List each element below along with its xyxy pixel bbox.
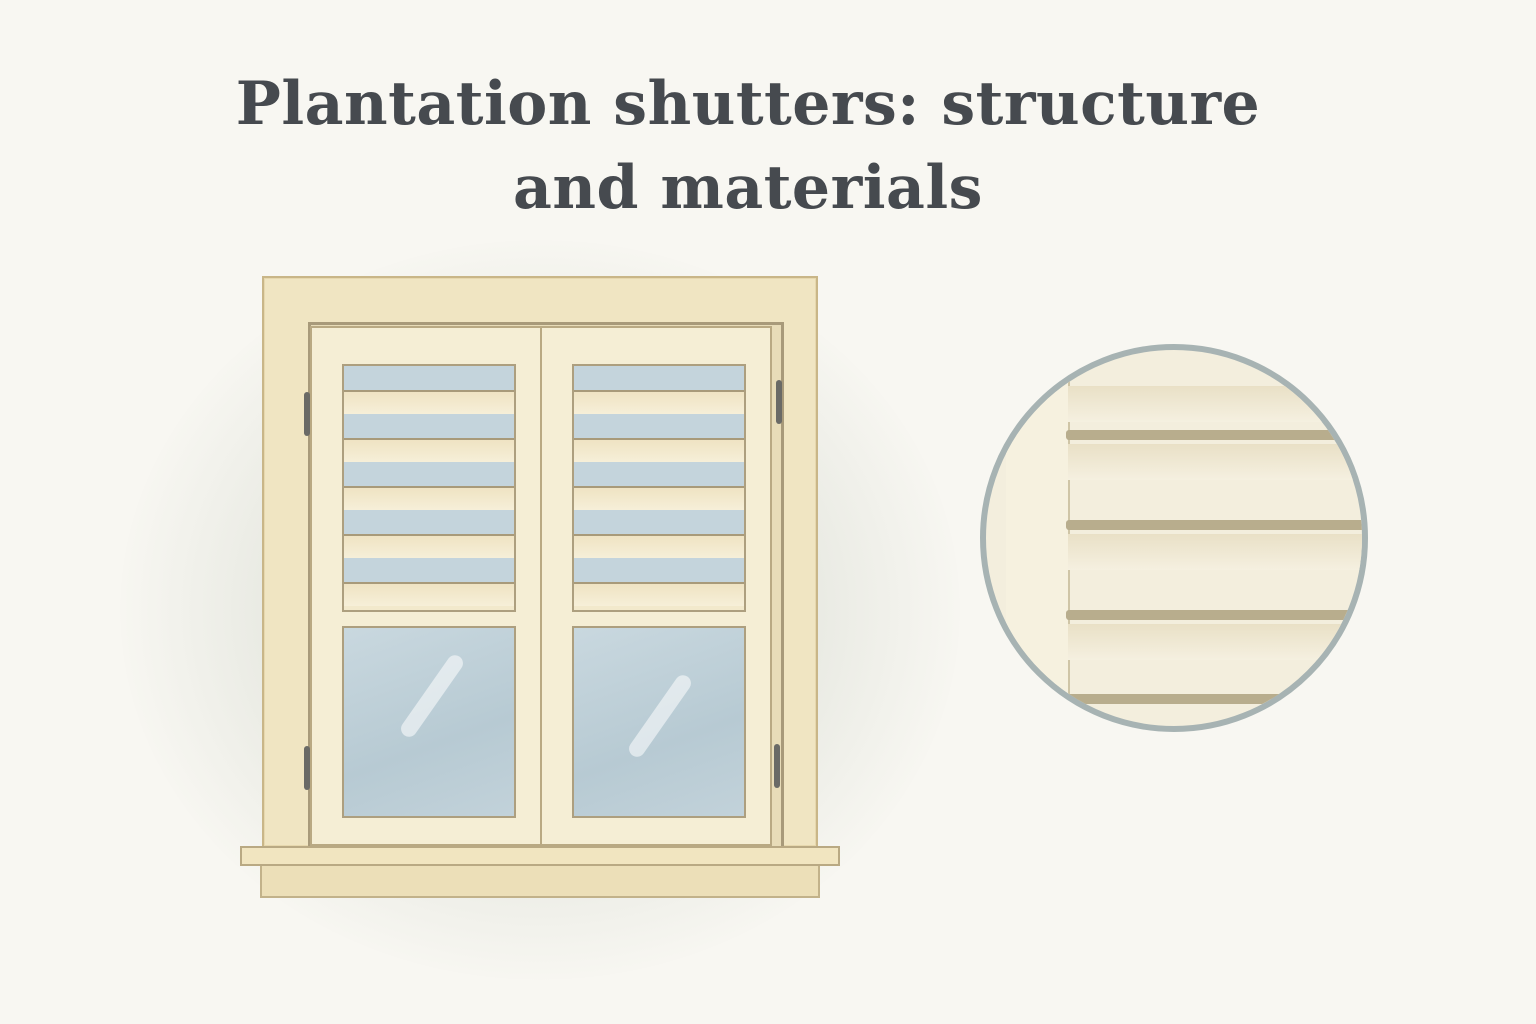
louver-slat [344,558,514,608]
louver-slat [574,366,744,416]
hinge-icon [304,392,310,436]
window-sill [240,846,840,866]
slat-face [1068,534,1362,570]
shutter-panel-right [540,326,772,846]
louver-slat [574,510,744,560]
louver-slat [574,558,744,608]
louver-slat [574,414,744,464]
slat-face [1068,444,1362,480]
slat-face [1068,624,1362,660]
louver-slat [574,462,744,512]
title-line-2: and materials [513,153,983,223]
glass-pane [572,626,746,818]
louver-section [342,364,516,612]
hinge-icon [304,746,310,790]
slat-edge [1066,520,1362,530]
louver-slat [344,366,514,416]
shutter-panel-left [310,326,542,846]
shutter-stile [1006,350,1070,726]
slat-edge [1066,430,1362,440]
louver-slat [344,462,514,512]
slat-edge [1066,610,1362,620]
hinge-icon [774,744,780,788]
glass-glare [625,672,695,760]
slat-edge [1066,694,1362,704]
louver-slat [344,414,514,464]
louver-slat [344,510,514,560]
window-illustration [240,276,840,901]
louver-detail-circle [980,344,1368,732]
hinge-icon [776,380,782,424]
window-apron [260,866,820,898]
slat-face [1068,386,1362,422]
glass-glare [397,652,467,740]
glass-pane [342,626,516,818]
louver-section [572,364,746,612]
page-title: Plantation shutters: structure and mater… [0,62,1496,230]
title-line-1: Plantation shutters: structure [235,69,1261,139]
